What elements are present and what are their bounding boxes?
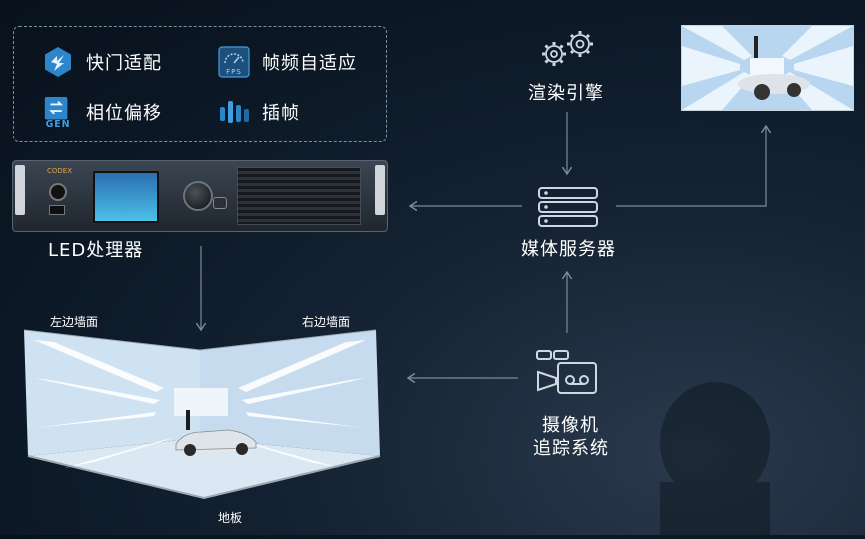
device-small-button [213, 197, 227, 209]
camera-icon [536, 350, 600, 400]
floor-label: 地板 [218, 511, 243, 525]
feature-label: 插帧 [262, 103, 300, 124]
led-processor-device: CODEX [12, 160, 388, 232]
camera-tracking-label-line2: 追踪系统 [533, 438, 609, 459]
render-engine-label: 渲染引擎 [528, 83, 604, 104]
feature-frame-insert: 插帧 [218, 96, 300, 128]
arrow-server-to-preview [616, 126, 766, 207]
led-stage-image [23, 328, 384, 503]
feature-gen: GEN 相位偏移 [42, 96, 162, 129]
rack-ear-left [15, 165, 25, 215]
led-processor-label: LED处理器 [48, 240, 144, 261]
device-screen [93, 171, 159, 223]
frame-insert-icon [218, 96, 250, 128]
render-preview-image [681, 25, 854, 111]
device-brand: CODEX [47, 167, 73, 175]
left-wall-label: 左边墙面 [50, 315, 99, 329]
gen-icon-text: GEN [46, 119, 71, 129]
server-icon [537, 186, 599, 232]
fps-icon: FPS [218, 46, 250, 78]
shutter-icon [42, 46, 74, 78]
operator-silhouette-image [640, 372, 790, 539]
feature-fps: FPS 帧频自适应 [218, 46, 357, 78]
media-server-label: 媒体服务器 [521, 239, 616, 260]
fps-icon-text: FPS [226, 68, 242, 76]
power-button-icon [49, 183, 67, 201]
camera-tracking-label-line1: 摄像机 [542, 415, 599, 436]
feature-label: 相位偏移 [86, 103, 162, 124]
device-vent-grille [237, 167, 361, 225]
rack-ear-right [375, 165, 385, 215]
device-knob-icon [183, 181, 213, 211]
feature-shutter: 快门适配 [42, 46, 162, 78]
right-wall-label: 右边墙面 [302, 315, 351, 329]
usb-port-icon [49, 205, 65, 215]
feature-label: 快门适配 [86, 53, 162, 74]
feature-box [13, 26, 387, 142]
feature-label: 帧频自适应 [262, 53, 357, 74]
gen-icon: GEN [42, 96, 74, 129]
gears-icon [538, 28, 600, 76]
